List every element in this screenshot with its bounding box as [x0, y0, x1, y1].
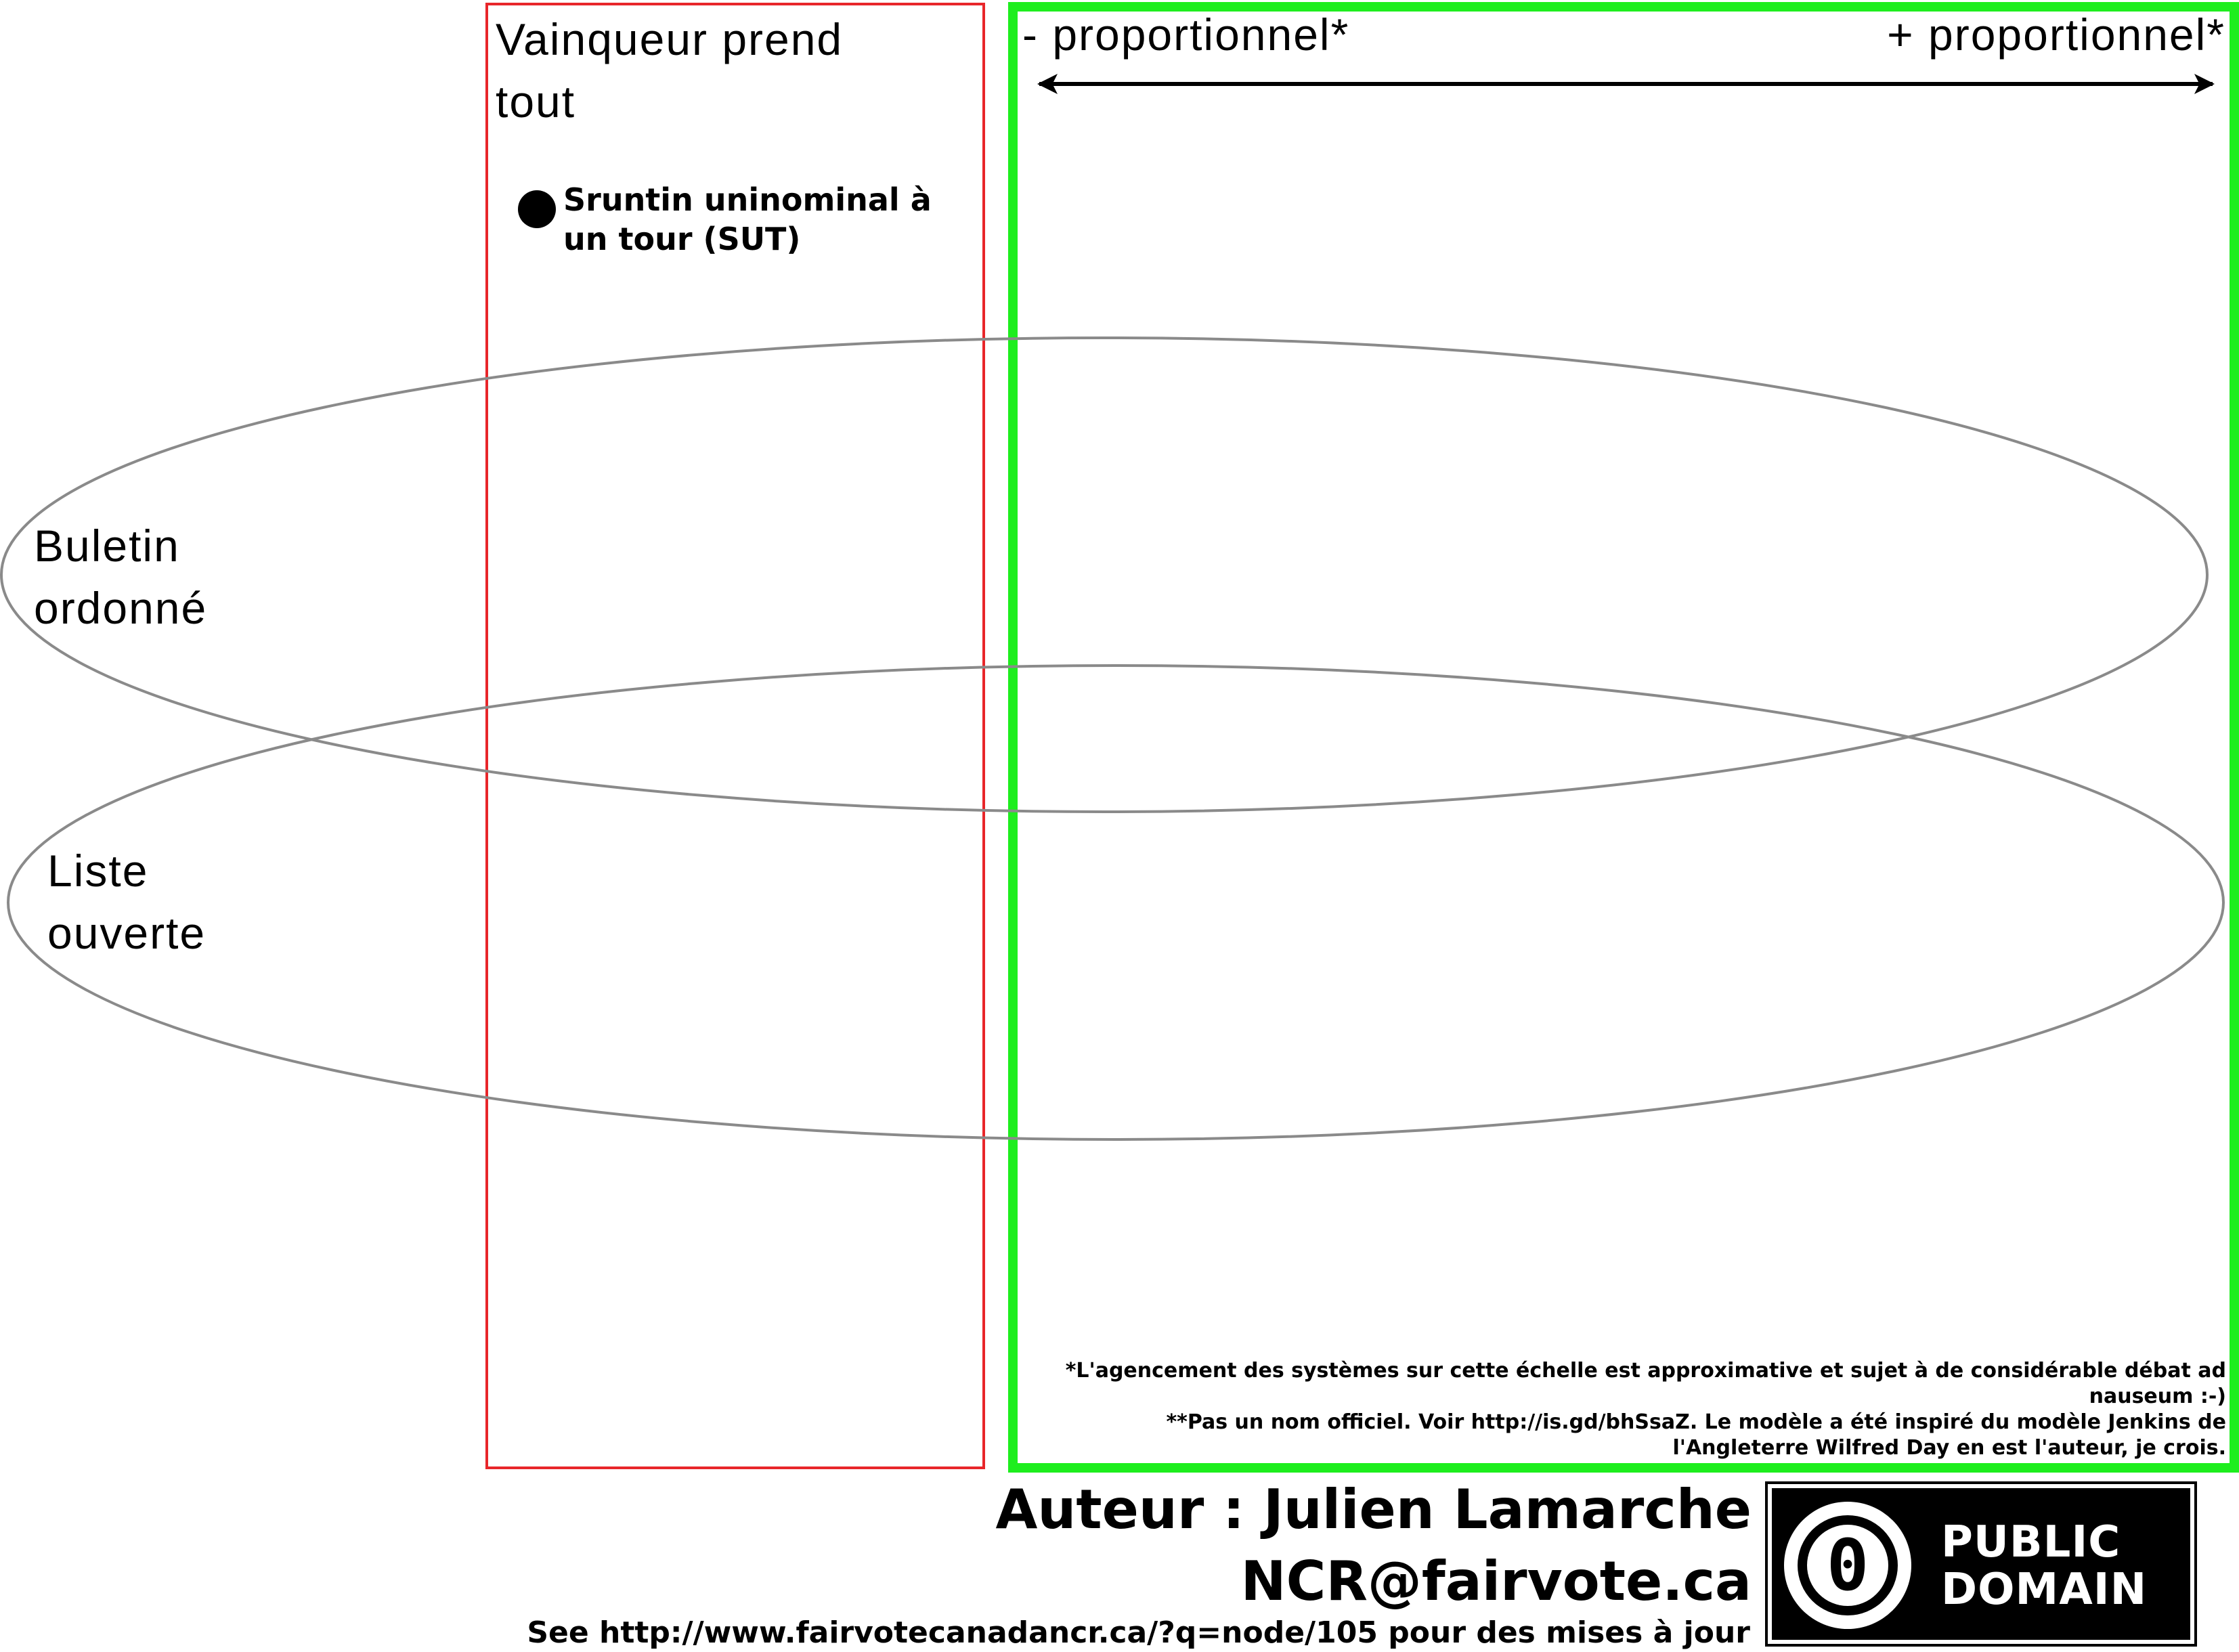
- updates-link-text: See http://www.fairvotecanadancr.ca/?q=n…: [527, 1615, 1750, 1650]
- public-domain-badge: 0 PUBLIC DOMAIN: [1765, 1481, 2197, 1647]
- public-domain-zero-icon: 0: [1784, 1502, 1911, 1629]
- less-proportional-label: - proportionnel*: [1022, 9, 1350, 60]
- fptp-system-label: Sruntin uninominal à un tour (SUT): [563, 181, 932, 257]
- winner-take-all-box: [485, 3, 985, 1469]
- open-list-ellipse: [7, 664, 2225, 1141]
- footnote-unofficial-name: **Pas un nom officiel. Voir http://is.gd…: [1166, 1410, 2226, 1460]
- zero-glyph: 0: [1807, 1525, 1888, 1606]
- winner-take-all-heading: Vainqueur prend tout: [496, 14, 844, 127]
- public-domain-line2: DOMAIN: [1941, 1565, 2148, 1615]
- footnote-approximation: *L'agencement des systèmes sur cette éch…: [1065, 1359, 2226, 1408]
- ranked-ballot-ellipse: [0, 336, 2209, 813]
- author-email: NCR@fairvote.ca: [1240, 1550, 1752, 1613]
- more-proportional-label: + proportionnel*: [1887, 9, 2225, 60]
- author-credit: Auteur : Julien Lamarche: [995, 1478, 1752, 1541]
- ranked-ballot-label: Buletin ordonné: [34, 521, 208, 633]
- open-list-label: Liste ouverte: [47, 846, 206, 958]
- system-marker-dot: [518, 190, 556, 228]
- proportional-box: [1008, 2, 2239, 1473]
- public-domain-line1: PUBLIC: [1941, 1517, 2121, 1567]
